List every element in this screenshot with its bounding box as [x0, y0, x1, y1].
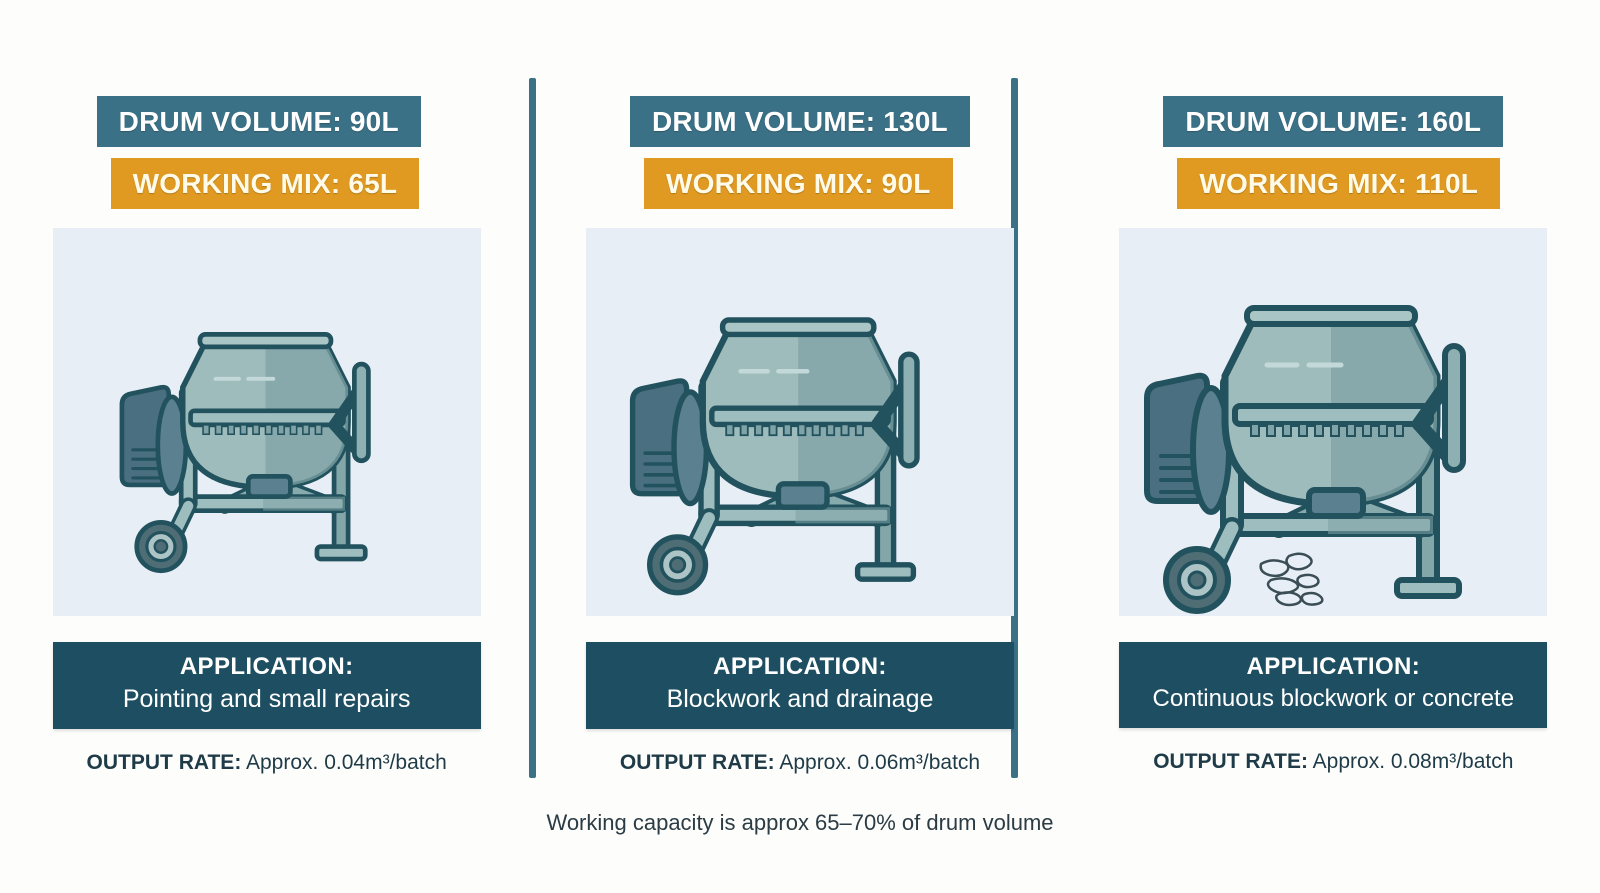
concrete-mixer-icon — [119, 332, 371, 574]
mixer-illustration-1 — [52, 228, 481, 616]
output-rate-value: Approx. 0.04m³/batch — [246, 751, 447, 775]
application-title: APPLICATION: — [1246, 653, 1421, 680]
output-rate-value: Approx. 0.06m³/batch — [779, 751, 981, 775]
drum-volume-badge: DRUM VOLUME: 160L — [1163, 96, 1504, 147]
drum-volume-badge: DRUM VOLUME: 90L — [96, 96, 421, 147]
output-rate-3: OUTPUT RATE: Approx. 0.08m³/batch — [1153, 750, 1513, 774]
output-rate-1: OUTPUT RATE: Approx. 0.04m³/batch — [87, 751, 447, 775]
output-rate-label: OUTPUT RATE: — [619, 751, 775, 775]
application-title: APPLICATION: — [713, 653, 887, 680]
badge-stack-2: DRUM VOLUME: 130L WORKING MIX: 90L — [585, 96, 1015, 209]
working-mix-badge: WORKING MIX: 110L — [1177, 158, 1501, 209]
badge-stack-3: DRUM VOLUME: 160L WORKING MIX: 110L — [1118, 96, 1548, 209]
application-text: Pointing and small repairs — [122, 684, 411, 713]
output-rate-2: OUTPUT RATE: Approx. 0.06m³/batch — [620, 751, 980, 775]
working-mix-badge: WORKING MIX: 65L — [110, 158, 420, 209]
concrete-mixer-icon — [1144, 305, 1467, 614]
drum-volume-badge: DRUM VOLUME: 130L — [629, 96, 970, 147]
mixer-column-1: DRUM VOLUME: 90L WORKING MIX: 65L — [0, 0, 533, 800]
debris-icon — [1259, 552, 1324, 607]
mixer-illustration-3 — [1119, 228, 1548, 616]
output-rate-label: OUTPUT RATE: — [86, 751, 242, 775]
mixer-illustration-2 — [585, 228, 1014, 616]
badge-stack-1: DRUM VOLUME: 90L WORKING MIX: 65L — [52, 96, 482, 209]
working-mix-badge: WORKING MIX: 90L — [643, 158, 953, 209]
column-divider-1 — [529, 78, 536, 778]
footnote-text: Working capacity is approx 65–70% of dru… — [546, 810, 1054, 835]
output-rate-label: OUTPUT RATE: — [1153, 749, 1308, 773]
concrete-mixer-icon — [629, 317, 920, 596]
output-rate-value: Approx. 0.08m³/batch — [1312, 749, 1514, 773]
column-divider-2 — [1011, 78, 1018, 778]
application-title: APPLICATION: — [179, 653, 354, 680]
mixer-column-3: DRUM VOLUME: 160L WORKING MIX: 110L — [1067, 0, 1600, 800]
application-band-2: APPLICATION: Blockwork and drainage — [585, 642, 1014, 730]
application-band-3: APPLICATION: Continuous blockwork or con… — [1119, 642, 1548, 728]
comparison-columns: DRUM VOLUME: 90L WORKING MIX: 65L — [0, 0, 1600, 800]
application-text: Continuous blockwork or concrete — [1152, 684, 1515, 712]
application-text: Blockwork and drainage — [666, 684, 934, 713]
mixer-column-2: DRUM VOLUME: 130L WORKING MIX: 90L — [533, 0, 1066, 800]
application-band-1: APPLICATION: Pointing and small repairs — [52, 642, 481, 730]
